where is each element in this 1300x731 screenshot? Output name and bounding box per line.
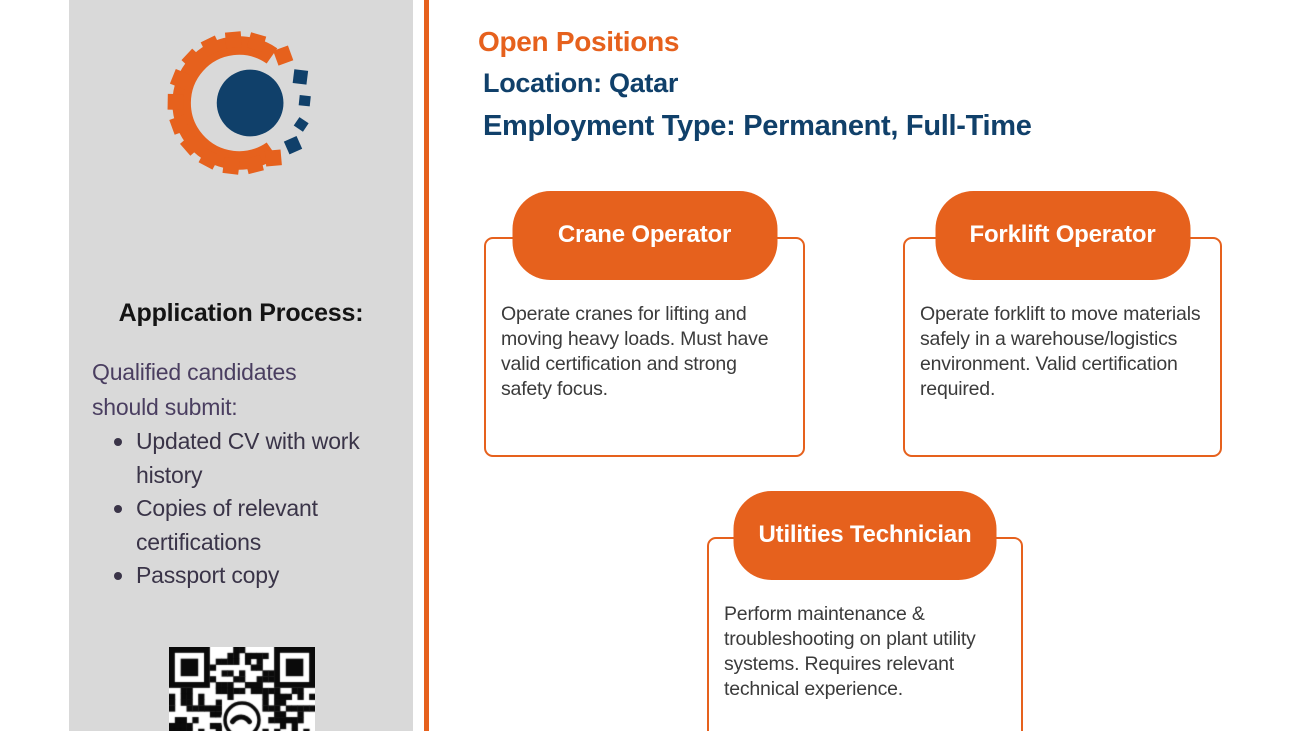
open-positions-title: Open Positions: [478, 26, 680, 57]
list-item: Copies of relevant certifications: [109, 492, 397, 559]
position-description: Operate forklift to move materials safel…: [920, 303, 1201, 400]
application-process-heading: Application Process:: [118, 299, 364, 327]
position-title-badge: Crane Operator: [512, 191, 777, 280]
position-card-forklift-operator: Forklift Operator Operate forklift to mo…: [903, 191, 1222, 457]
position-description: Perform maintenance & troubleshooting on…: [724, 603, 976, 700]
application-intro-text: Qualified candidates should submit:: [92, 359, 297, 420]
gear-logo-icon: [167, 31, 311, 175]
employment-type-heading: Employment Type: Permanent, Full-Time: [483, 110, 1032, 142]
vertical-divider: [424, 0, 429, 731]
whatsapp-qr-code: [169, 647, 315, 731]
application-requirements-list: Updated CV with work history Copies of r…: [109, 425, 397, 593]
position-title-badge: Forklift Operator: [935, 191, 1190, 280]
position-card-crane-operator: Crane Operator Operate cranes for liftin…: [484, 191, 805, 457]
list-item: Passport copy: [109, 559, 397, 593]
position-title-badge: Utilities Technician: [733, 491, 997, 580]
sidebar: Application Process: Qualified candidate…: [69, 0, 413, 731]
location-heading: Location: Qatar: [483, 68, 679, 98]
position-description: Operate cranes for lifting and moving he…: [501, 303, 769, 400]
list-item: Updated CV with work history: [109, 425, 397, 492]
position-card-utilities-technician: Utilities Technician Perform maintenance…: [707, 491, 1023, 731]
